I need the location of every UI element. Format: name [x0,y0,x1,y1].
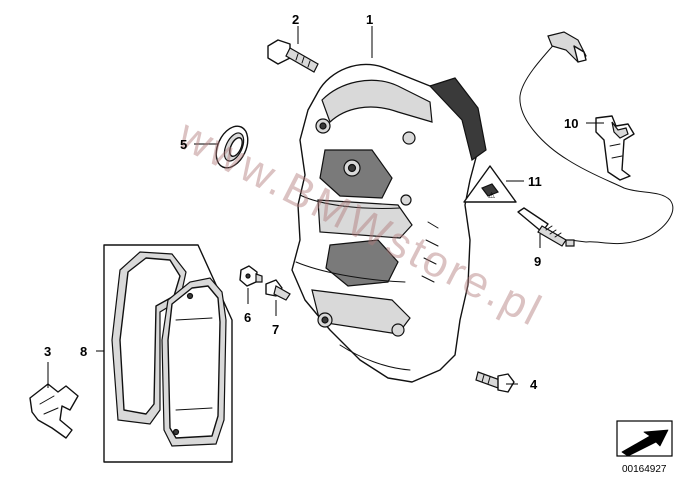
seal-ring[interactable] [210,121,254,173]
direction-arrow-icon [616,420,673,457]
callout-2: 2 [292,12,299,27]
callout-9: 9 [534,254,541,269]
callout-4: 4 [530,377,538,392]
diagram-number: 00164927 [622,464,667,475]
callout-8: 8 [80,344,87,359]
callout-7: 7 [272,322,279,337]
bleeder-valve[interactable] [265,279,291,301]
anti-rattle-spring[interactable] [29,383,79,439]
callout-10: 10 [564,116,578,131]
sensor-cable-clip[interactable] [595,115,635,181]
callout-1: 1 [366,12,373,27]
bleeder-screw[interactable] [239,265,263,287]
svg-text:⚠: ⚠ [488,191,495,200]
callout-5: 5 [180,137,187,152]
brake-pad-wear-sensor[interactable] [517,31,674,247]
caliper-bolt[interactable] [267,39,319,73]
callout-3: 3 [44,344,51,359]
callout-11: 11 [528,174,542,189]
mounting-bolt[interactable] [475,371,515,393]
brake-caliper[interactable] [291,63,487,383]
callout-6: 6 [244,310,251,325]
brake-pad-set[interactable] [103,244,233,463]
leader-lines [47,26,604,388]
warning-label[interactable]: ⚠ [463,165,517,203]
